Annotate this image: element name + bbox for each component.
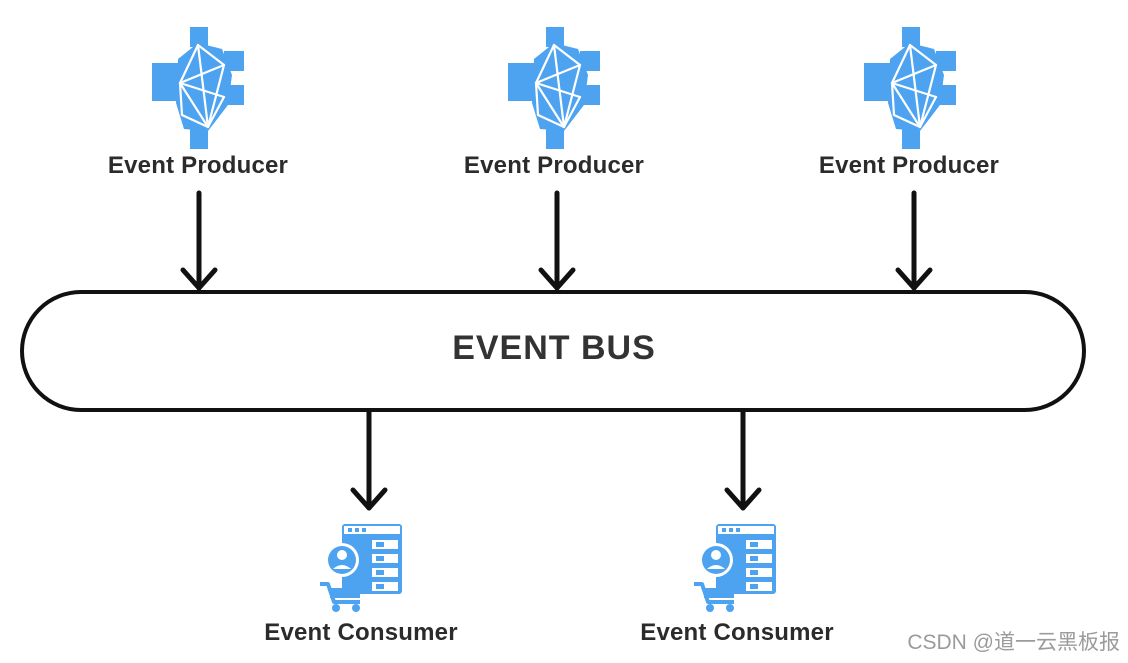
- consumer-dashboard-icon: [318, 522, 404, 614]
- network-node-icon: [506, 25, 602, 151]
- network-node-icon: [862, 25, 958, 151]
- consumer-dashboard-icon: [692, 522, 778, 614]
- consumer-label: Event Consumer: [640, 619, 834, 646]
- producer-label: Event Producer: [463, 152, 645, 179]
- event-bus: [20, 290, 1086, 412]
- producer-label: Event Producer: [107, 152, 289, 179]
- consumer-label: Event Consumer: [264, 619, 458, 646]
- network-node-icon: [150, 25, 246, 151]
- watermark: CSDN @道一云黑板报: [907, 631, 1120, 654]
- event-bus-label: EVENT BUS: [452, 329, 656, 367]
- producer-label: Event Producer: [818, 152, 1000, 179]
